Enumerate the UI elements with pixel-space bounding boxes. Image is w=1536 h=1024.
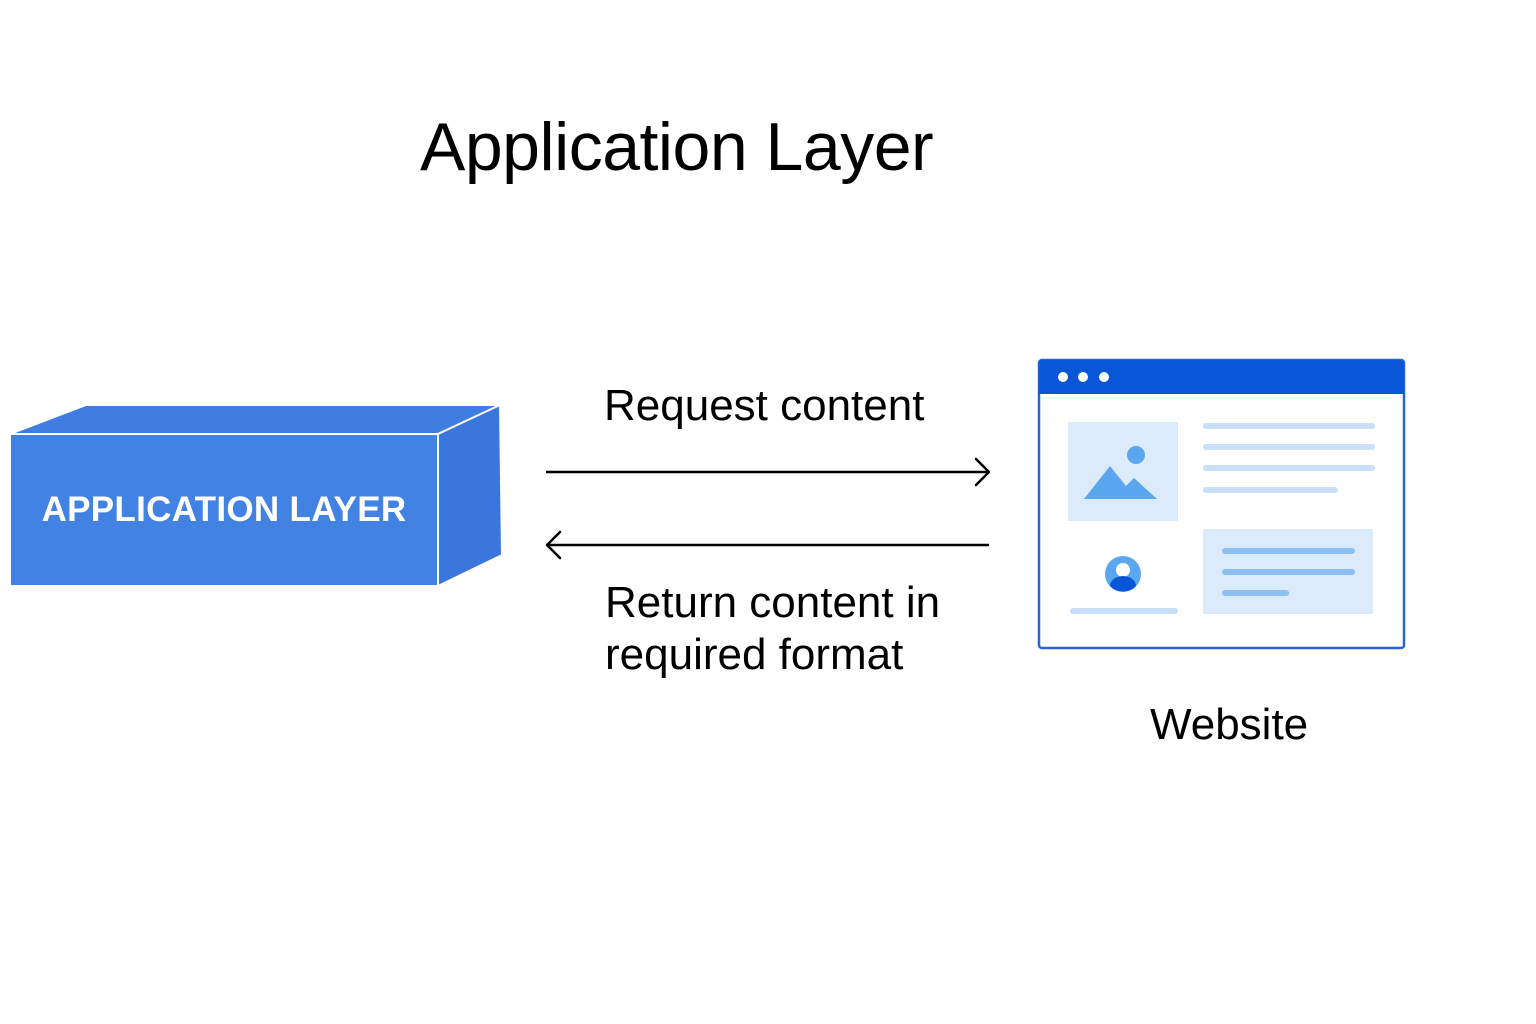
avatar-icon [1105, 556, 1141, 592]
browser-dot-icon [1058, 372, 1068, 382]
text-line [1222, 548, 1355, 554]
return-content-label-line2: required format [605, 630, 904, 679]
browser-dot-icon [1099, 372, 1109, 382]
text-line [1070, 608, 1178, 614]
browser-title-bar [1039, 360, 1404, 394]
return-content-label: Return content in required format [605, 577, 940, 681]
return-content-label-line1: Return content in [605, 578, 941, 627]
application-layer-box [9, 403, 504, 588]
application-layer-box-label: APPLICATION LAYER [41, 490, 407, 529]
mountain-icon [1084, 466, 1157, 499]
return-arrow [545, 530, 989, 560]
text-line [1203, 487, 1338, 493]
text-line [1203, 465, 1375, 471]
request-content-label: Request content [604, 381, 925, 430]
text-line [1222, 569, 1355, 575]
browser-dot-icon [1078, 372, 1088, 382]
text-line [1203, 444, 1375, 450]
request-arrow [546, 457, 991, 487]
text-line [1222, 590, 1289, 596]
text-line [1203, 423, 1375, 429]
box-top-face [9, 404, 501, 435]
image-placeholder [1068, 422, 1178, 521]
diagram-title: Application Layer [420, 109, 934, 185]
box-side-face [437, 403, 504, 588]
box-front-face [9, 433, 439, 587]
browser-window-icon [1037, 358, 1406, 650]
website-label: Website [1150, 700, 1309, 749]
sun-icon [1127, 446, 1145, 464]
